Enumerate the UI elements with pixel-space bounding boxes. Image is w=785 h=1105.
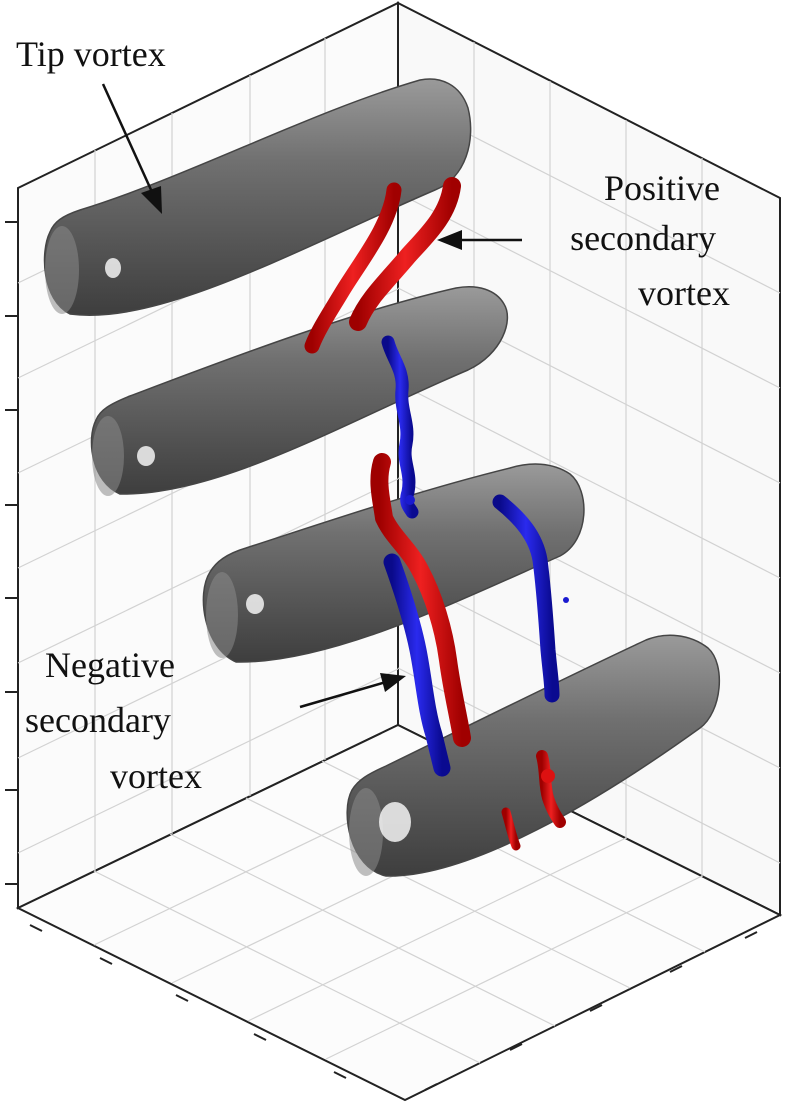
tip-vortex-label: Tip vortex xyxy=(16,34,166,74)
positive-vortex-lower-tail xyxy=(501,807,521,851)
negative-vortex-arrowhead xyxy=(380,673,406,692)
tip-vortex-tube-1 xyxy=(43,78,472,316)
positive-vortex-label-line1: Positive xyxy=(604,168,720,208)
tip-vortex-arrowhead xyxy=(141,186,162,214)
floor xyxy=(15,723,783,1102)
positive-vortex-fragment xyxy=(536,750,566,828)
negative-vortex-label-line1: Negative xyxy=(45,645,175,685)
positive-vortex-middle xyxy=(370,453,471,747)
positive-secondary-vortices xyxy=(304,177,566,851)
negative-vortex-left xyxy=(383,553,451,777)
negative-vortex-right xyxy=(492,494,560,703)
positive-vortex-label-line2: secondary xyxy=(570,218,716,258)
negative-vortex-label-line3: vortex xyxy=(110,756,202,796)
tip-vortex-tube-2 xyxy=(90,286,509,496)
annotation-arrows xyxy=(101,83,522,709)
positive-vortex-arrowhead xyxy=(437,230,462,250)
negative-vortex-label-line2: secondary xyxy=(25,700,171,740)
positive-vortex-upper-right xyxy=(349,177,461,331)
labels: Tip vortex Positive secondary vortex Neg… xyxy=(16,34,730,796)
axis-ticks xyxy=(5,221,758,1091)
negative-secondary-vortices xyxy=(381,335,569,777)
positive-vortex-upper-left xyxy=(304,182,402,354)
positive-vortex-label-line3: vortex xyxy=(638,273,730,313)
negative-vortex-arrow xyxy=(299,680,387,709)
tip-vortex-arrow xyxy=(101,83,154,193)
